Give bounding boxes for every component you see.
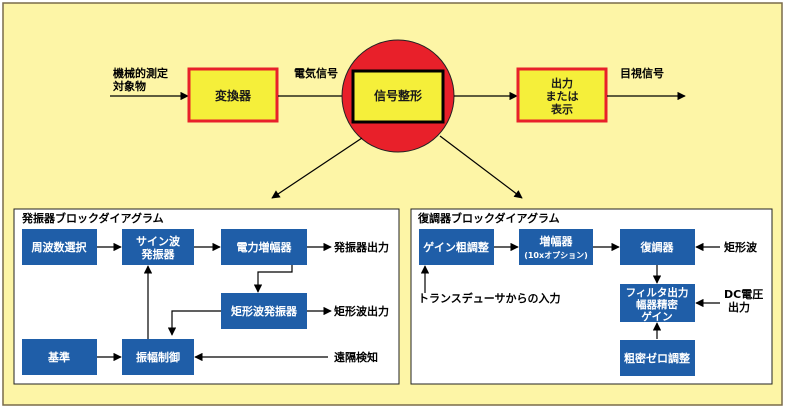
arrow-amp-to-square: [253, 265, 293, 293]
square-wave-label: 矩形波: [724, 240, 758, 254]
dc-voltage-label-line1: DC電圧: [724, 288, 763, 301]
sine-osc-label-line1: サイン波: [136, 234, 181, 248]
demod-box: [620, 229, 695, 265]
remote-sense-label: 遠隔検知: [334, 350, 378, 364]
signal-conditioning-box: [351, 69, 445, 124]
signal-conditioning-label: 信号整形: [374, 88, 422, 103]
arrow-square-to-control: [167, 310, 221, 336]
sine-osc-label-line2: 発振器: [141, 247, 176, 261]
output-label-line1: 出力: [551, 76, 573, 90]
oscillator-panel-title: 発振器ブロックダイアグラム: [21, 211, 164, 225]
input-label-line2: 対象物: [112, 79, 146, 93]
fine-zero-label: 粗密ゼロ調整: [624, 351, 690, 365]
electrical-signal-label: 電気信号: [294, 66, 338, 80]
converter-box: [187, 67, 279, 123]
freq-select-box: [22, 229, 97, 265]
power-amp-box: [221, 229, 307, 265]
output-box: [516, 67, 608, 123]
demod-label: 復調器: [640, 240, 675, 254]
demodulator-panel-title: 復調器ブロックダイアグラム: [417, 211, 560, 225]
gain-coarse-label: ゲイン粗調整: [423, 240, 489, 254]
reference-box: [22, 339, 97, 375]
amp-control-label: 振幅制御: [136, 350, 180, 364]
filter-label-line2: 幅器精密: [636, 298, 678, 311]
square-output-label: 矩形波出力: [334, 304, 389, 318]
amp-control-box: [122, 339, 194, 375]
filter-box: [620, 284, 695, 322]
osc-output-label: 発振器出力: [333, 240, 389, 254]
visual-signal-label: 目視信号: [620, 66, 664, 80]
power-amp-label: 電力増幅器: [237, 240, 293, 254]
fine-zero-box: [620, 340, 695, 376]
reference-label: 基準: [47, 350, 70, 364]
output-label-line2: または: [546, 90, 579, 103]
input-label-line1: 機械的測定: [113, 66, 168, 80]
filter-label-line3: ゲイン: [641, 310, 672, 323]
freq-select-label: 周波数選択: [32, 240, 88, 254]
arrow-to-oscillator-panel: [271, 137, 363, 199]
square-osc-label: 矩形波発振器: [231, 304, 298, 318]
dc-voltage-label-line2: 出力: [728, 300, 750, 314]
sine-osc-box: [122, 229, 194, 265]
amplifier-box: [519, 229, 593, 265]
filter-label-line1: フィルタ出力: [626, 286, 689, 299]
gain-coarse-box: [419, 229, 494, 265]
converter-label: 変換器: [215, 88, 252, 103]
arrow-to-demodulator-panel: [439, 135, 523, 199]
amplifier-label-line1: 増幅器: [540, 234, 574, 248]
amplifier-label-line2: (10xオプション): [524, 250, 588, 260]
output-label-line3: 表示: [550, 102, 573, 116]
square-osc-box: [221, 293, 307, 329]
transducer-input-label: トランスデューサからの入力: [418, 291, 561, 305]
